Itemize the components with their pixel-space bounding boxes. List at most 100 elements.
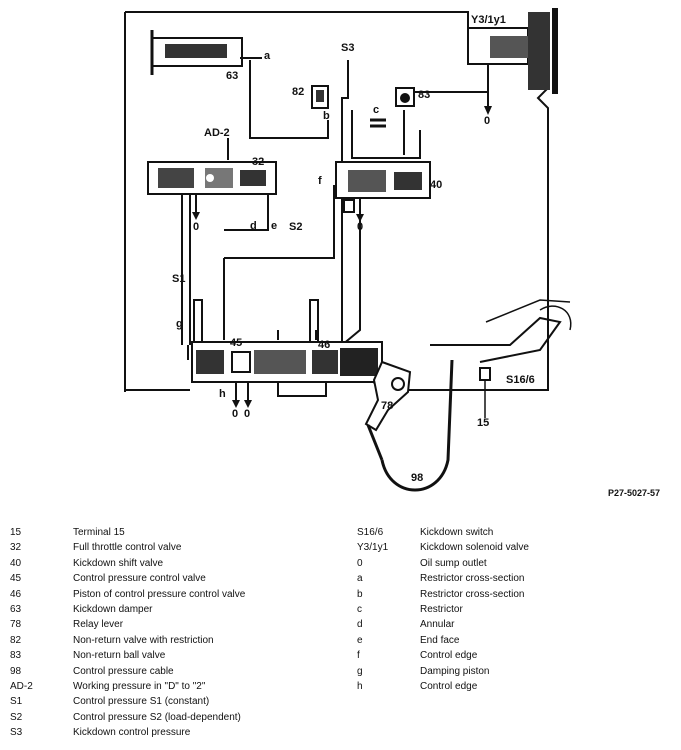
control-pressure-cable <box>380 359 454 492</box>
legend-code: S2 <box>10 711 23 723</box>
legend-row: 32 Full throttle control valve <box>10 540 245 555</box>
line-bottom <box>187 330 317 360</box>
legend-row: AD-2 Working pressure in "D" to "2" <box>10 679 245 694</box>
legend-code: h <box>357 680 363 692</box>
legend-row: 40 Kickdown shift valve <box>10 556 245 571</box>
label-0-left: 0 <box>193 221 199 233</box>
legend-row: S2 Control pressure S2 (load-dependent) <box>10 710 245 725</box>
legend-description: Restrictor cross-section <box>420 588 525 600</box>
legend-row: 46 Piston of control pressure control val… <box>10 587 245 602</box>
legend-description: Non-return ball valve <box>73 650 166 662</box>
legend-row: 63 Kickdown damper <box>10 602 245 617</box>
legend-row: e End face <box>357 633 529 648</box>
legend-description: Kickdown solenoid valve <box>420 542 529 554</box>
legend-code: AD-2 <box>10 680 33 692</box>
label-a: a <box>264 50 271 62</box>
label-c: c <box>373 104 379 116</box>
label-63: 63 <box>226 70 238 82</box>
legend-code: 98 <box>10 665 22 677</box>
kickdown-shift-valve <box>335 161 431 222</box>
label-g: g <box>176 318 183 330</box>
line-s3 <box>341 60 349 345</box>
legend-description: Relay lever <box>73 619 124 631</box>
label-s16-6: S16/6 <box>506 374 535 386</box>
legend-row: 78 Relay lever <box>10 617 245 632</box>
legend-code: 82 <box>10 634 22 646</box>
label-s3: S3 <box>341 42 354 54</box>
accelerator-pedal <box>430 299 572 363</box>
legend-row: 82 Non-return valve with restriction <box>10 633 245 648</box>
label-82: 82 <box>292 86 304 98</box>
label-h: h <box>219 388 226 400</box>
legend-description: Terminal 15 <box>73 527 125 538</box>
non-return-valve-82 <box>311 85 329 109</box>
legend-description: Control edge <box>420 650 478 662</box>
legend-description: Kickdown shift valve <box>73 557 164 569</box>
label-ad2: AD-2 <box>204 127 230 139</box>
legend-description: Non-return valve with restriction <box>73 634 214 646</box>
legend-description: Control pressure control valve <box>73 573 206 585</box>
legend-description: Working pressure in "D" to "2" <box>73 680 206 692</box>
legend-description: Control pressure cable <box>73 665 174 677</box>
line-a <box>240 57 329 139</box>
legend-left: 15 Terminal 15 32 Full throttle control val… <box>10 525 245 740</box>
full-throttle-control-valve <box>147 161 277 220</box>
label-y3-1y1: Y3/1y1 <box>471 14 506 26</box>
legend-description: Piston of control pressure control valve <box>73 588 246 600</box>
label-e: e <box>271 220 277 232</box>
label-40: 40 <box>430 179 442 191</box>
legend-code: 0 <box>357 557 363 569</box>
legend-code: e <box>357 634 363 646</box>
kickdown-damper <box>150 30 243 75</box>
label-b: b <box>323 110 330 122</box>
line-40-46 <box>341 200 361 346</box>
legend-code: 78 <box>10 619 22 631</box>
legend-description: Full throttle control valve <box>73 542 182 554</box>
legend-code: 32 <box>10 542 22 554</box>
kickdown-solenoid-valve <box>467 8 558 115</box>
label-s2: S2 <box>289 221 302 233</box>
legend-description: Kickdown damper <box>73 603 153 615</box>
legend-description: Control pressure S1 (constant) <box>73 696 210 708</box>
legend-row: S1 Control pressure S1 (constant) <box>10 694 245 709</box>
legend-description: Kickdown control pressure <box>73 727 191 739</box>
legend-code: S16/6 <box>357 527 384 538</box>
line-32-45 <box>224 195 269 231</box>
relay-lever <box>364 360 412 461</box>
legend-code: 46 <box>10 588 22 600</box>
legend-row: 98 Control pressure cable <box>10 664 245 679</box>
label-s1: S1 <box>172 273 185 285</box>
label-32: 32 <box>252 156 264 168</box>
legend-description: Control edge <box>420 680 478 692</box>
legend-code: c <box>357 603 362 615</box>
label-98: 98 <box>411 472 423 484</box>
legend-code: S1 <box>10 696 23 708</box>
label-0-right: 0 <box>484 115 490 127</box>
legend-code: 40 <box>10 557 22 569</box>
legend-row: h Control edge <box>357 679 529 694</box>
legend-code: d <box>357 619 363 631</box>
legend-code: 15 <box>10 527 22 538</box>
legend-code: b <box>357 588 363 600</box>
legend-code: S3 <box>10 727 23 739</box>
legend-code: 63 <box>10 603 22 615</box>
hydraulic-circuit-diagram: Y3/1y1 S3 63 a 82 b 83 c AD-2 32 f 40 0 … <box>124 8 572 492</box>
legend-code: a <box>357 573 363 585</box>
label-0-bot2: 0 <box>244 408 250 420</box>
outer-line <box>124 11 469 392</box>
label-0-bot1: 0 <box>232 408 238 420</box>
label-15: 15 <box>477 417 489 429</box>
ball-valve-83 <box>395 87 415 107</box>
legend-row: S3 Kickdown control pressure <box>10 725 245 740</box>
legend-description: End face <box>420 634 460 646</box>
label-d: d <box>250 220 257 232</box>
legend-description: Control pressure S2 (load-dependent) <box>73 711 241 723</box>
